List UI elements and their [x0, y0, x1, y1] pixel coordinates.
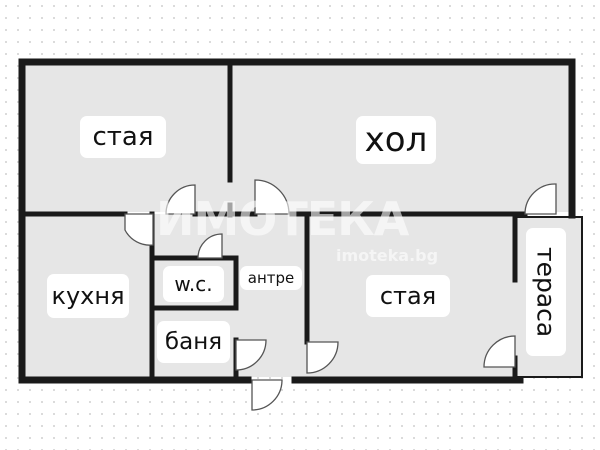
room-label-living-room: хол [356, 116, 436, 164]
door-swing-kitchen [124, 213, 154, 246]
room-label-kitchen: кухня [47, 274, 129, 318]
door-swing-living [254, 179, 290, 215]
room-label-wc: w.c. [163, 266, 224, 302]
room-label-hallway: антре [240, 266, 302, 290]
door-swing-entrance [251, 379, 283, 411]
room-label-terrace: тераса [526, 228, 566, 356]
room-label-bathroom: баня [157, 321, 230, 363]
door-swing-bedroom-2 [306, 341, 339, 374]
doors [124, 179, 557, 411]
inner-walls [22, 59, 528, 383]
terrace-outline [515, 216, 583, 378]
door-swing-bathroom [235, 339, 267, 371]
watermark-url: imoteka.bg [336, 246, 439, 265]
room-label-bedroom-2: стая [366, 275, 450, 317]
door-swing-bedroom-1 [165, 184, 196, 215]
door-swing-terrace-top [524, 183, 557, 215]
terrace-frame [515, 216, 583, 378]
door-swing-terrace [483, 335, 516, 368]
watermark-brand: ИМОТЕКА [156, 192, 409, 246]
walls [18, 58, 576, 384]
door-swing-wc [197, 233, 223, 259]
outer-wall [18, 58, 576, 384]
room-label-bedroom-1: стая [80, 116, 166, 158]
